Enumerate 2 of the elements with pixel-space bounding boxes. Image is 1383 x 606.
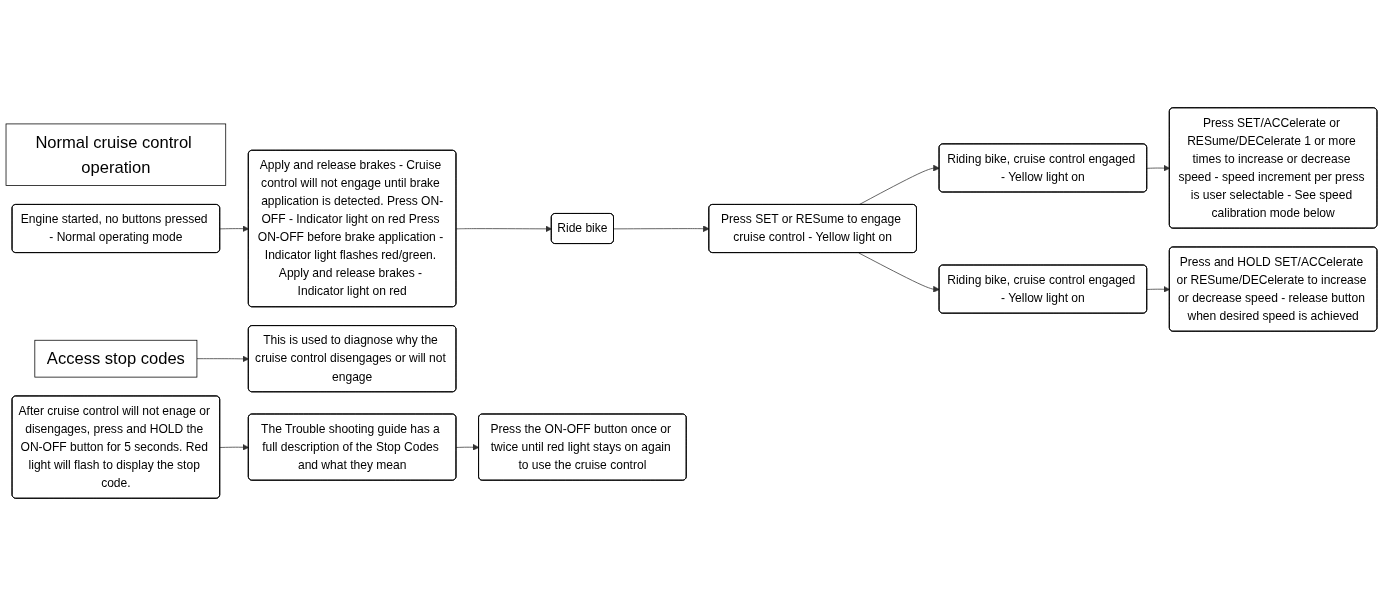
- node-box: Normal cruise control operation: [5, 123, 227, 186]
- node-box: Access stop codes: [34, 339, 198, 378]
